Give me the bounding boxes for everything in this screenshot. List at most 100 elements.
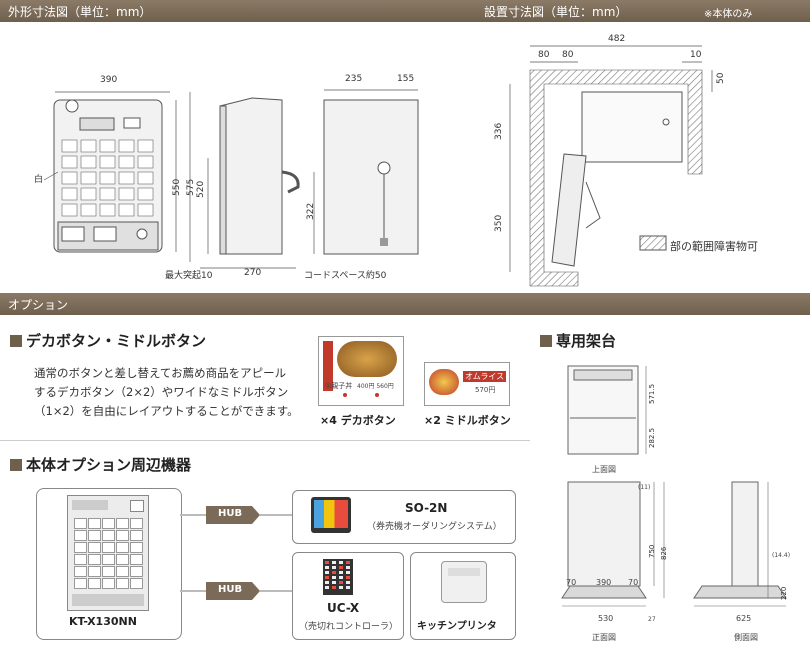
- ucx-key: [346, 561, 350, 564]
- ucx-key: [325, 581, 329, 584]
- stand-dim-70b: 70: [628, 578, 639, 587]
- rear-view-drawing: [313, 89, 419, 255]
- machine-button-key: [88, 566, 101, 577]
- ticket-button-key: [99, 139, 116, 153]
- stand-dim-625: 625: [736, 614, 752, 623]
- machine-button-key: [88, 518, 101, 529]
- ucx-key: [325, 576, 329, 579]
- machine-button-key: [116, 578, 129, 589]
- middle-item-price: 570円: [475, 386, 496, 394]
- dim-cord-space: コードスペース約50: [304, 271, 387, 281]
- install-drawing: [509, 45, 713, 287]
- middle-caption: ×2 ミドルボタン: [424, 414, 511, 427]
- machine-button-key: [130, 554, 143, 565]
- dim-270: 270: [244, 268, 262, 278]
- ticket-button-key: [80, 155, 97, 169]
- dim-80-right: 80: [562, 50, 574, 60]
- ucx-key: [332, 576, 336, 579]
- ticket-button-key: [137, 187, 154, 201]
- ucx-key: [339, 571, 343, 574]
- hub-label-top: HUB: [218, 508, 243, 519]
- deka-description: 通常のボタンと差し替えてお薦め商品をアピール するデカボタン（2×2）やワイドな…: [34, 366, 299, 418]
- stand-dim-11: (11): [638, 484, 651, 491]
- dim-350: 350: [494, 214, 504, 232]
- ucx-key: [346, 581, 350, 584]
- ucx-key: [346, 566, 350, 569]
- dim-protrusion: 最大突起10: [165, 271, 213, 281]
- dim-550: 550: [172, 178, 182, 196]
- white-label: 白: [34, 175, 44, 185]
- machine-button-key: [88, 554, 101, 565]
- dim-322: 322: [306, 202, 316, 220]
- options-heading: オプション: [8, 298, 69, 312]
- printer-icon: [441, 561, 487, 603]
- machine-button-key: [116, 518, 129, 529]
- stand-side-view: [693, 481, 787, 607]
- machine-button-key: [130, 518, 143, 529]
- dim-336: 336: [494, 122, 504, 140]
- machine-button-key: [130, 530, 143, 541]
- deka-item-name: ①親子丼: [325, 382, 353, 390]
- dim-575: 575: [186, 178, 196, 196]
- deka-caption: ×4 デカボタン: [320, 414, 396, 427]
- machine-button-key: [74, 530, 87, 541]
- periph-heading: 本体オプション周辺機器: [10, 454, 191, 475]
- ucx-key: [332, 581, 336, 584]
- install-note: ※本体のみ: [704, 9, 753, 20]
- ucx-key: [325, 586, 329, 589]
- machine-button-key: [102, 530, 115, 541]
- middle-item-title: オムライス: [463, 371, 507, 382]
- machine-button-key: [74, 566, 87, 577]
- stand-front-view: [561, 481, 665, 607]
- ucx-key: [332, 566, 336, 569]
- ucx-key: [346, 586, 350, 589]
- stand-dim-27: 27: [648, 616, 656, 623]
- section-divider: [0, 440, 530, 441]
- ucx-key: [339, 581, 343, 584]
- ucx-key: [339, 561, 343, 564]
- ticket-button-key: [118, 171, 135, 185]
- ticket-button-key: [137, 203, 154, 217]
- machine-button-key: [130, 578, 143, 589]
- stand-dim-826: 826: [660, 546, 668, 560]
- ucx-key: [332, 561, 336, 564]
- machine-button-key: [116, 542, 129, 553]
- front-view-drawing: [43, 91, 191, 262]
- printer-box: キッチンプリンタ: [410, 552, 516, 640]
- outer-dims-heading: 外形寸法図（単位：mm）: [8, 5, 152, 19]
- stand-dim-390: 390: [596, 578, 612, 587]
- ticket-button-key: [118, 155, 135, 169]
- ticket-button-key: [118, 203, 135, 217]
- ticket-button-key: [80, 187, 97, 201]
- ticket-button-key: [80, 171, 97, 185]
- machine-button-key: [88, 542, 101, 553]
- ucx-key: [325, 561, 329, 564]
- machine-button-key: [116, 554, 129, 565]
- ucx-key: [339, 586, 343, 589]
- ticket-button-key: [61, 139, 78, 153]
- dim-520: 520: [196, 180, 206, 198]
- stand-dim-282: 282.5: [648, 427, 656, 448]
- middle-button-image: オムライス 570円: [424, 362, 510, 406]
- ucx-desc: （売切れコントローラ）: [299, 622, 399, 632]
- machine-button-key: [102, 518, 115, 529]
- stand-dim-530: 530: [598, 614, 614, 623]
- ticket-button-key: [118, 139, 135, 153]
- ticket-button-key: [137, 171, 154, 185]
- hub-arrow-top: [206, 506, 260, 524]
- stand-dim-70a: 70: [566, 578, 577, 587]
- so2n-name: SO-2N: [405, 501, 448, 515]
- stand-dim-144: (14.4): [772, 552, 791, 559]
- so2n-box: SO-2N （券売機オーダリングシステム）: [292, 490, 516, 544]
- stand-dim-571: 571.5: [648, 383, 656, 404]
- side-view-drawing: [200, 97, 300, 269]
- machine-button-key: [74, 554, 87, 565]
- so2n-monitor-icon: [311, 497, 351, 533]
- ucx-box: UC-X （売切れコントローラ）: [292, 552, 404, 640]
- dim-482: 482: [608, 34, 626, 44]
- dim-10: 10: [690, 50, 702, 60]
- dim-80-left: 80: [538, 50, 550, 60]
- stand-top-view: [567, 365, 647, 455]
- ticket-button-key: [61, 203, 78, 217]
- stand-dim-220: 220: [780, 586, 788, 600]
